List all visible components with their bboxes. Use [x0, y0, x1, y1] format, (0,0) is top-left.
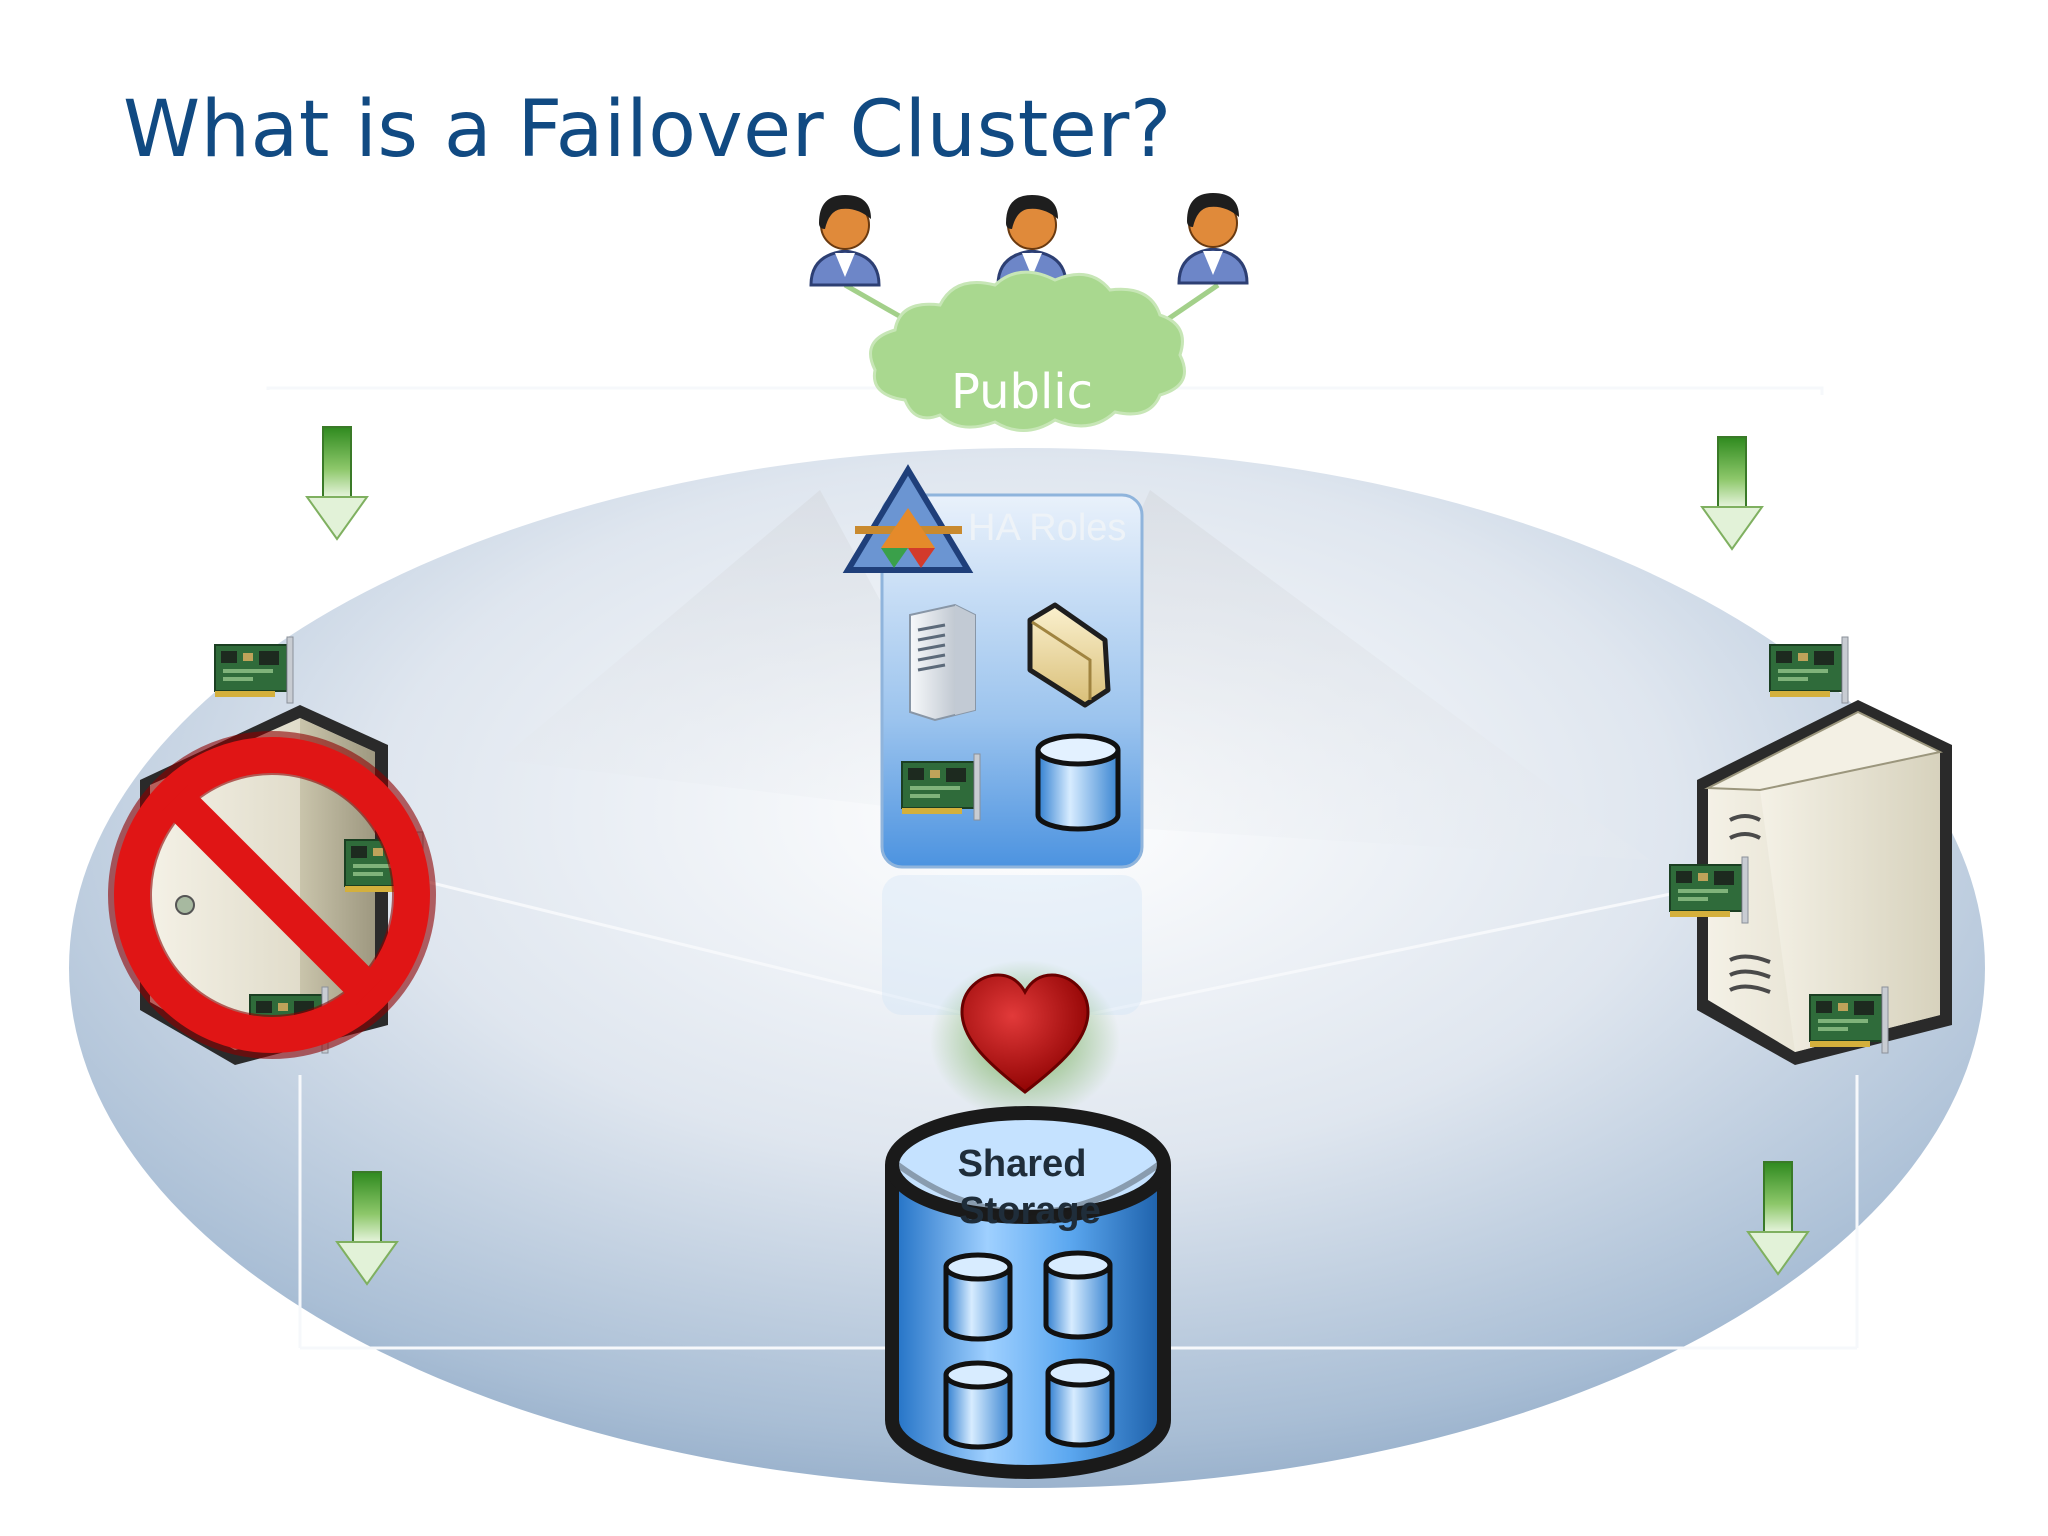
folder-icon — [1027, 602, 1111, 708]
cluster-role-icon — [842, 464, 974, 573]
public-label: Public — [951, 364, 1093, 420]
public-network-cloud: Public — [869, 270, 1186, 432]
shared-storage: Shared Storage — [885, 1106, 1171, 1479]
ha-roles-label: HA Roles — [968, 507, 1126, 549]
database-icon — [946, 1255, 1010, 1339]
ha-roles-group: HA Roles — [842, 464, 1144, 1015]
slide-title: What is a Failover Cluster? — [123, 85, 1172, 175]
active-node — [1669, 636, 1952, 1065]
shared-storage-label-line1: Shared — [958, 1143, 1087, 1185]
database-icon — [946, 1363, 1010, 1447]
down-arrow-icon — [1701, 436, 1763, 550]
user-icon — [1177, 191, 1249, 285]
database-icon — [1048, 1361, 1112, 1445]
heartbeat — [930, 960, 1120, 1120]
failed-node — [108, 636, 436, 1065]
prohibited-icon — [108, 731, 436, 1059]
heart-icon — [960, 973, 1090, 1094]
network-links — [266, 386, 1859, 1350]
server-icon — [909, 603, 976, 722]
database-icon — [1035, 733, 1121, 832]
user-icon — [809, 193, 881, 287]
shared-storage-label-line2: Storage — [959, 1190, 1100, 1232]
down-arrow-icon — [306, 426, 368, 540]
database-icon — [1046, 1253, 1110, 1337]
